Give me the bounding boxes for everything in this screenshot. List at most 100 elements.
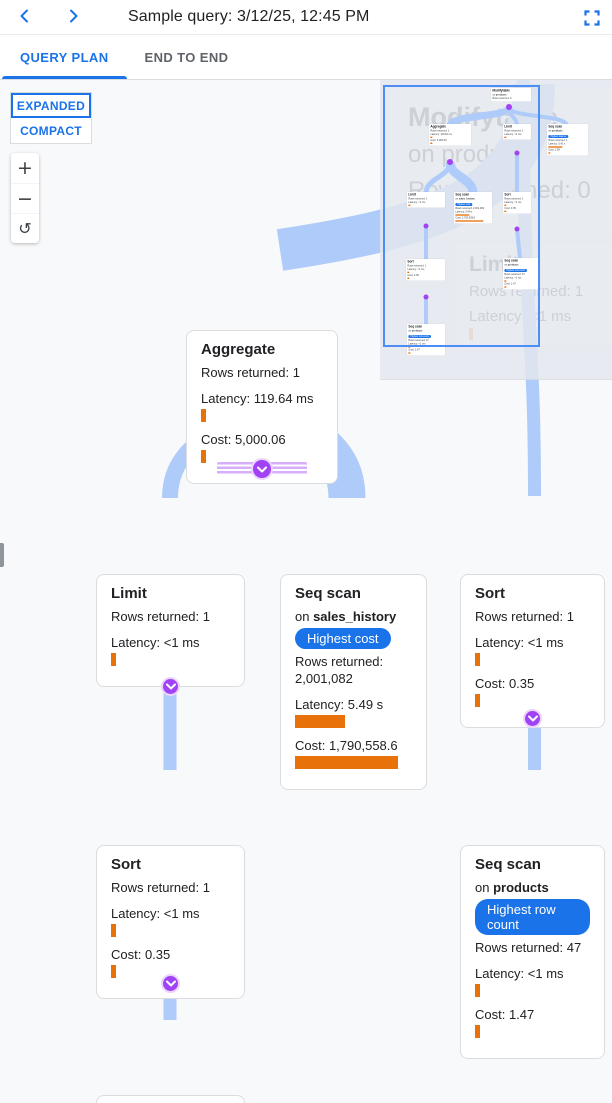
minimap-node-title: Limit (408, 192, 416, 197)
minimap-node-title: Seq scan (548, 124, 563, 129)
minimap-metric-label: Latency: 5.41 s (548, 142, 566, 146)
chevron-down-icon (165, 980, 176, 986)
metric-label: Latency: <1 ms (475, 634, 564, 650)
minimap-node-rows: Rows returned: 2,001,082 (455, 206, 485, 210)
metric-label: Cost: 1.47 (475, 1006, 535, 1022)
plan-canvas[interactable]: Modifytable on products Rows returned: 0… (0, 80, 612, 1103)
node-rows-returned: Rows returned: 1 (201, 364, 300, 380)
minimap-node-title: Aggregate (430, 124, 446, 129)
minimap-node-rows: Rows returned: 1 (407, 264, 427, 268)
minimap-metric-bar (504, 136, 507, 139)
metric-bar (201, 408, 206, 422)
metric-bar (111, 923, 116, 937)
minimap-highlight-badge: Highest row count (408, 335, 432, 339)
minimap-node-rows: Rows returned: 1 (504, 197, 524, 201)
previous-query-button[interactable] (8, 2, 42, 32)
minimap-metric-bar (407, 277, 410, 279)
expanded-button[interactable]: EXPANDED (11, 93, 91, 118)
collapse-chevron-button-sort-left[interactable] (161, 973, 180, 993)
zoom-out-button[interactable]: − (11, 183, 39, 213)
node-title: Sort (111, 856, 141, 873)
minimap-viewport[interactable] (383, 85, 540, 347)
metric-bar (475, 983, 480, 997)
page-title: Sample query: 3/12/25, 12:45 PM (128, 8, 370, 25)
minimap-node-rows: Rows returned: 1 (504, 129, 524, 133)
minimap-highlight-badge: Highest row count (504, 269, 528, 273)
view-toggle: EXPANDED COMPACT (10, 92, 92, 144)
minimap-metric-bar (408, 204, 411, 207)
compact-button[interactable]: COMPACT (11, 118, 91, 143)
reset-zoom-button[interactable]: ↺ (11, 213, 39, 243)
metric-label: Latency: <1 ms (111, 634, 200, 650)
minimap-metric-bar (504, 286, 507, 288)
node-rows-returned: Rows returned: 1 (475, 608, 574, 624)
minimap-metric-label: Cost: 0.35 (504, 206, 516, 210)
minimap-metric-label: Cost: 1,790,558.6 (455, 216, 476, 220)
chevron-down-icon (257, 466, 267, 472)
minimap-node-title: Modifytable (492, 88, 510, 93)
chevron-right-icon (65, 8, 81, 27)
highlight-badge: Highest row count (475, 898, 590, 935)
chevron-left-icon (17, 8, 33, 27)
metric-label: Cost: 1,790,558.6 (295, 737, 398, 753)
metric-label: Cost: 0.35 (475, 675, 535, 691)
metric-bar (295, 755, 398, 769)
minimap-metric-label: Latency: <1 ms (504, 200, 522, 204)
node-rows-returned: Rows returned: 2,001,082 (295, 653, 384, 686)
collapse-chevron-button-sort-right[interactable] (523, 708, 542, 728)
next-query-button[interactable] (56, 2, 90, 32)
minimap-metric-label: Cost: 5,000.06 (430, 138, 447, 142)
minimap-node-subtitle: on products (408, 329, 423, 333)
collapse-chevron-button-aggregate[interactable] (251, 458, 273, 480)
node-rows-returned: Rows returned: 1 (111, 879, 210, 895)
metric-label: Latency: 5.49 s (295, 696, 384, 712)
minimap-node-rows: Rows returned: 47 (504, 272, 525, 276)
metric-bar (111, 652, 116, 666)
minimap-metric-label: Cost: 1.47 (408, 348, 420, 352)
minimap-node-title: Sort (504, 192, 511, 197)
metric-label: Cost: 0.35 (111, 946, 171, 962)
left-scrollbar-thumb[interactable] (0, 543, 4, 567)
node-rows-returned: Rows returned: 1 (111, 608, 210, 624)
tab-end-to-end[interactable]: END TO END (127, 35, 247, 79)
tab-query-plan[interactable]: QUERY PLAN (2, 35, 127, 79)
zoom-controls: + − ↺ (11, 153, 39, 243)
minimap-metric-label: Cost: 0.35 (407, 273, 419, 277)
metric-bar (475, 693, 480, 707)
node-subtitle: on sales_history (295, 608, 397, 624)
minimap-metric-bar (455, 220, 484, 222)
minimap-metric-label: Latency: <1 ms (408, 342, 426, 346)
minimap-metric-bar (408, 352, 411, 354)
minimap-metric-label: Cost: 1.47 (504, 282, 516, 286)
minimap-metric-label: Latency: 5.49 s (455, 210, 473, 214)
minimap-connector-dots (423, 104, 520, 300)
node-title: Sort (475, 585, 505, 602)
zoom-in-button[interactable]: + (11, 153, 39, 183)
minimap-node-rows: Rows returned: 1 (408, 197, 428, 201)
minimap-metric-bar (407, 271, 410, 274)
minimap-node-rows: Rows returned: 0 (492, 96, 512, 100)
metric-label: Latency: <1 ms (475, 965, 564, 981)
minimap-node-rows: Rows returned: 47 (408, 338, 429, 342)
metric-bar (475, 1024, 480, 1038)
fullscreen-button[interactable] (580, 7, 604, 31)
collapse-chevron-button-limit[interactable] (161, 676, 180, 696)
minimap-node-subtitle: on products (504, 263, 519, 267)
